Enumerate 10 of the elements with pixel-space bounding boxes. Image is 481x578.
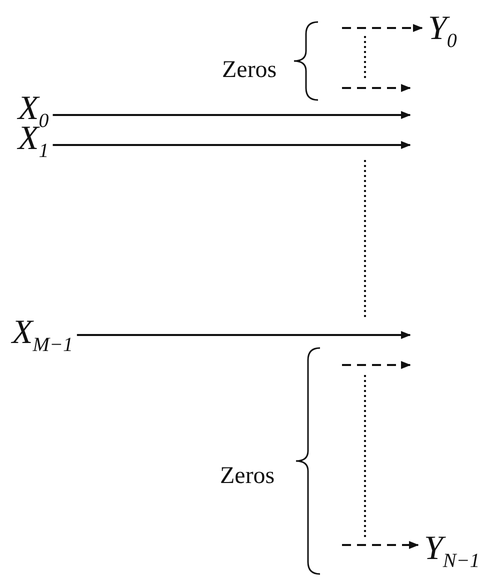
zeros-label: Zeros xyxy=(220,462,275,490)
variable-label: X$_{M−1}$ xyxy=(12,316,73,362)
variable-label: Y$_{N−1}$ xyxy=(424,532,480,578)
arrow xyxy=(76,331,411,339)
arrow xyxy=(52,141,411,149)
variable-label: Y$_{0}$ xyxy=(428,12,457,58)
arrow xyxy=(52,111,411,119)
arrow xyxy=(342,24,423,32)
arrow xyxy=(342,541,419,549)
zeros-label: Zeros xyxy=(222,56,277,84)
